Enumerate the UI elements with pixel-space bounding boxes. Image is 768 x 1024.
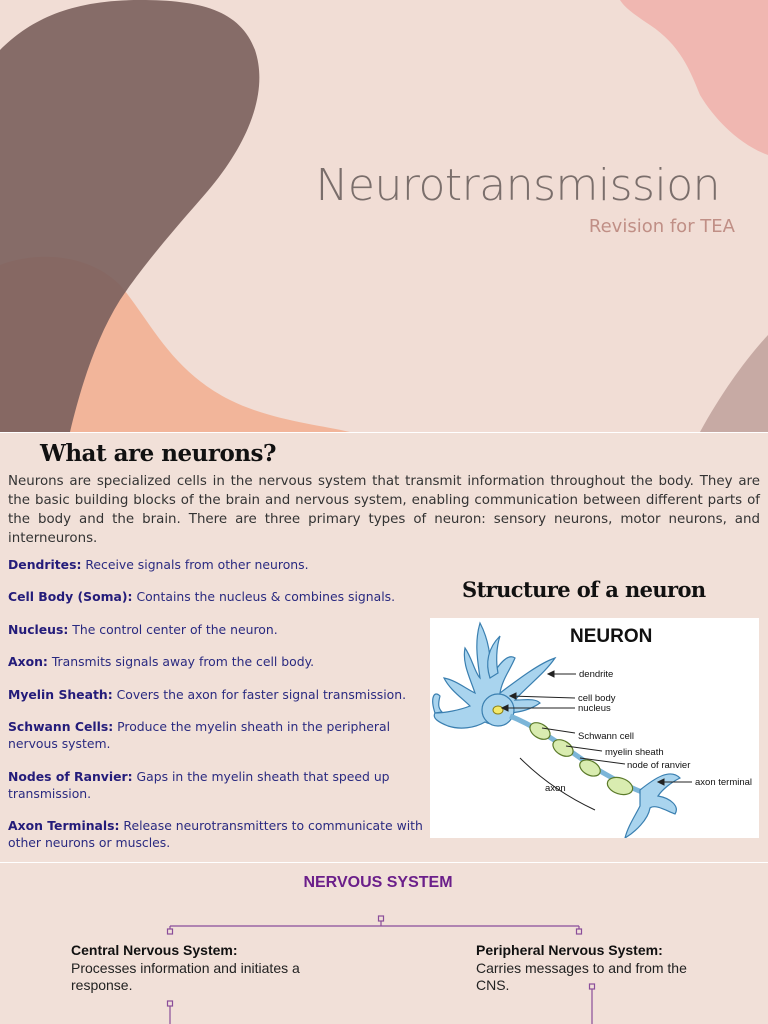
list-item: Nodes of Ranvier: Gaps in the myelin she… [8,768,428,802]
neuron-diagram: NEURON [430,618,759,840]
cns-box: Central Nervous System: Processes inform… [71,942,311,995]
decorative-blobs [0,0,768,432]
list-item: Cell Body (Soma): Contains the nucleus &… [8,588,428,605]
nervous-system-title: NERVOUS SYSTEM [303,874,453,891]
part-term: Axon Terminals: [8,818,120,833]
part-desc: Covers the axon for faster signal transm… [112,687,407,702]
pns-desc: Carries messages to and from the CNS. [476,959,687,994]
part-term: Nucleus: [8,622,69,637]
structure-heading: Structure of a neuron [462,577,706,602]
page-subtitle: Revision for TEA [588,216,735,237]
diagram-title: NEURON [570,626,652,647]
pns-box: Peripheral Nervous System: Carries messa… [476,942,696,995]
part-term: Axon: [8,654,48,669]
label-cell-body: cell body [578,693,616,704]
part-desc: Contains the nucleus & combines signals. [132,589,396,604]
mauve-blob [700,335,768,432]
brown-blob [0,0,260,432]
part-term: Schwann Cells: [8,719,114,734]
axon-terminal-shape [624,773,682,840]
label-terminal: axon terminal [695,777,752,788]
label-dendrite: dendrite [579,669,613,680]
part-term: Nodes of Ranvier: [8,769,133,784]
list-item: Schwann Cells: Produce the myelin sheath… [8,718,428,752]
list-item: Axon Terminals: Release neurotransmitter… [8,817,428,851]
part-desc: Release neurotransmitters to communicate… [8,818,423,850]
label-nucleus: nucleus [578,703,611,714]
divider [0,432,768,433]
label-schwann: Schwann cell [578,731,634,742]
list-item: Axon: Transmits signals away from the ce… [8,653,428,670]
label-myelin: myelin sheath [605,747,664,758]
part-desc: Produce the myelin sheath in the periphe… [8,719,391,751]
part-term: Cell Body (Soma): [8,589,133,604]
myelin-segments [529,722,634,796]
cns-heading: Central Nervous System: [71,942,238,958]
nervous-system-connectors [166,915,596,1024]
neurons-intro: Neurons are specialized cells in the ner… [8,474,760,546]
part-desc: Transmits signals away from the cell bod… [47,654,315,669]
list-item: Myelin Sheath: Covers the axon for faste… [8,686,428,703]
nucleus-shape [492,705,504,715]
pns-heading: Peripheral Nervous System: [476,942,663,958]
page-title: Neurotransmission [315,160,721,211]
neurons-heading: What are neurons? [40,440,276,467]
part-desc: The control center of the neuron. [68,622,278,637]
part-desc: Receive signals from other neurons. [81,557,309,572]
part-term: Dendrites: [8,557,82,572]
cns-desc: Processes information and initiates a re… [71,959,300,994]
hero-banner: Neurotransmission Revision for TEA [0,0,768,432]
list-item: Dendrites: Receive signals from other ne… [8,556,428,573]
dendrites-shape [432,621,557,729]
part-term: Myelin Sheath: [8,687,113,702]
label-ranvier: node of ranvier [627,760,690,771]
neuron-illustration: NEURON [432,621,752,840]
divider [0,862,768,863]
pink-blob [620,0,768,155]
list-item: Nucleus: The control center of the neuro… [8,621,428,638]
label-axon: axon [545,783,566,794]
part-desc: Gaps in the myelin sheath that speed up … [8,769,390,801]
